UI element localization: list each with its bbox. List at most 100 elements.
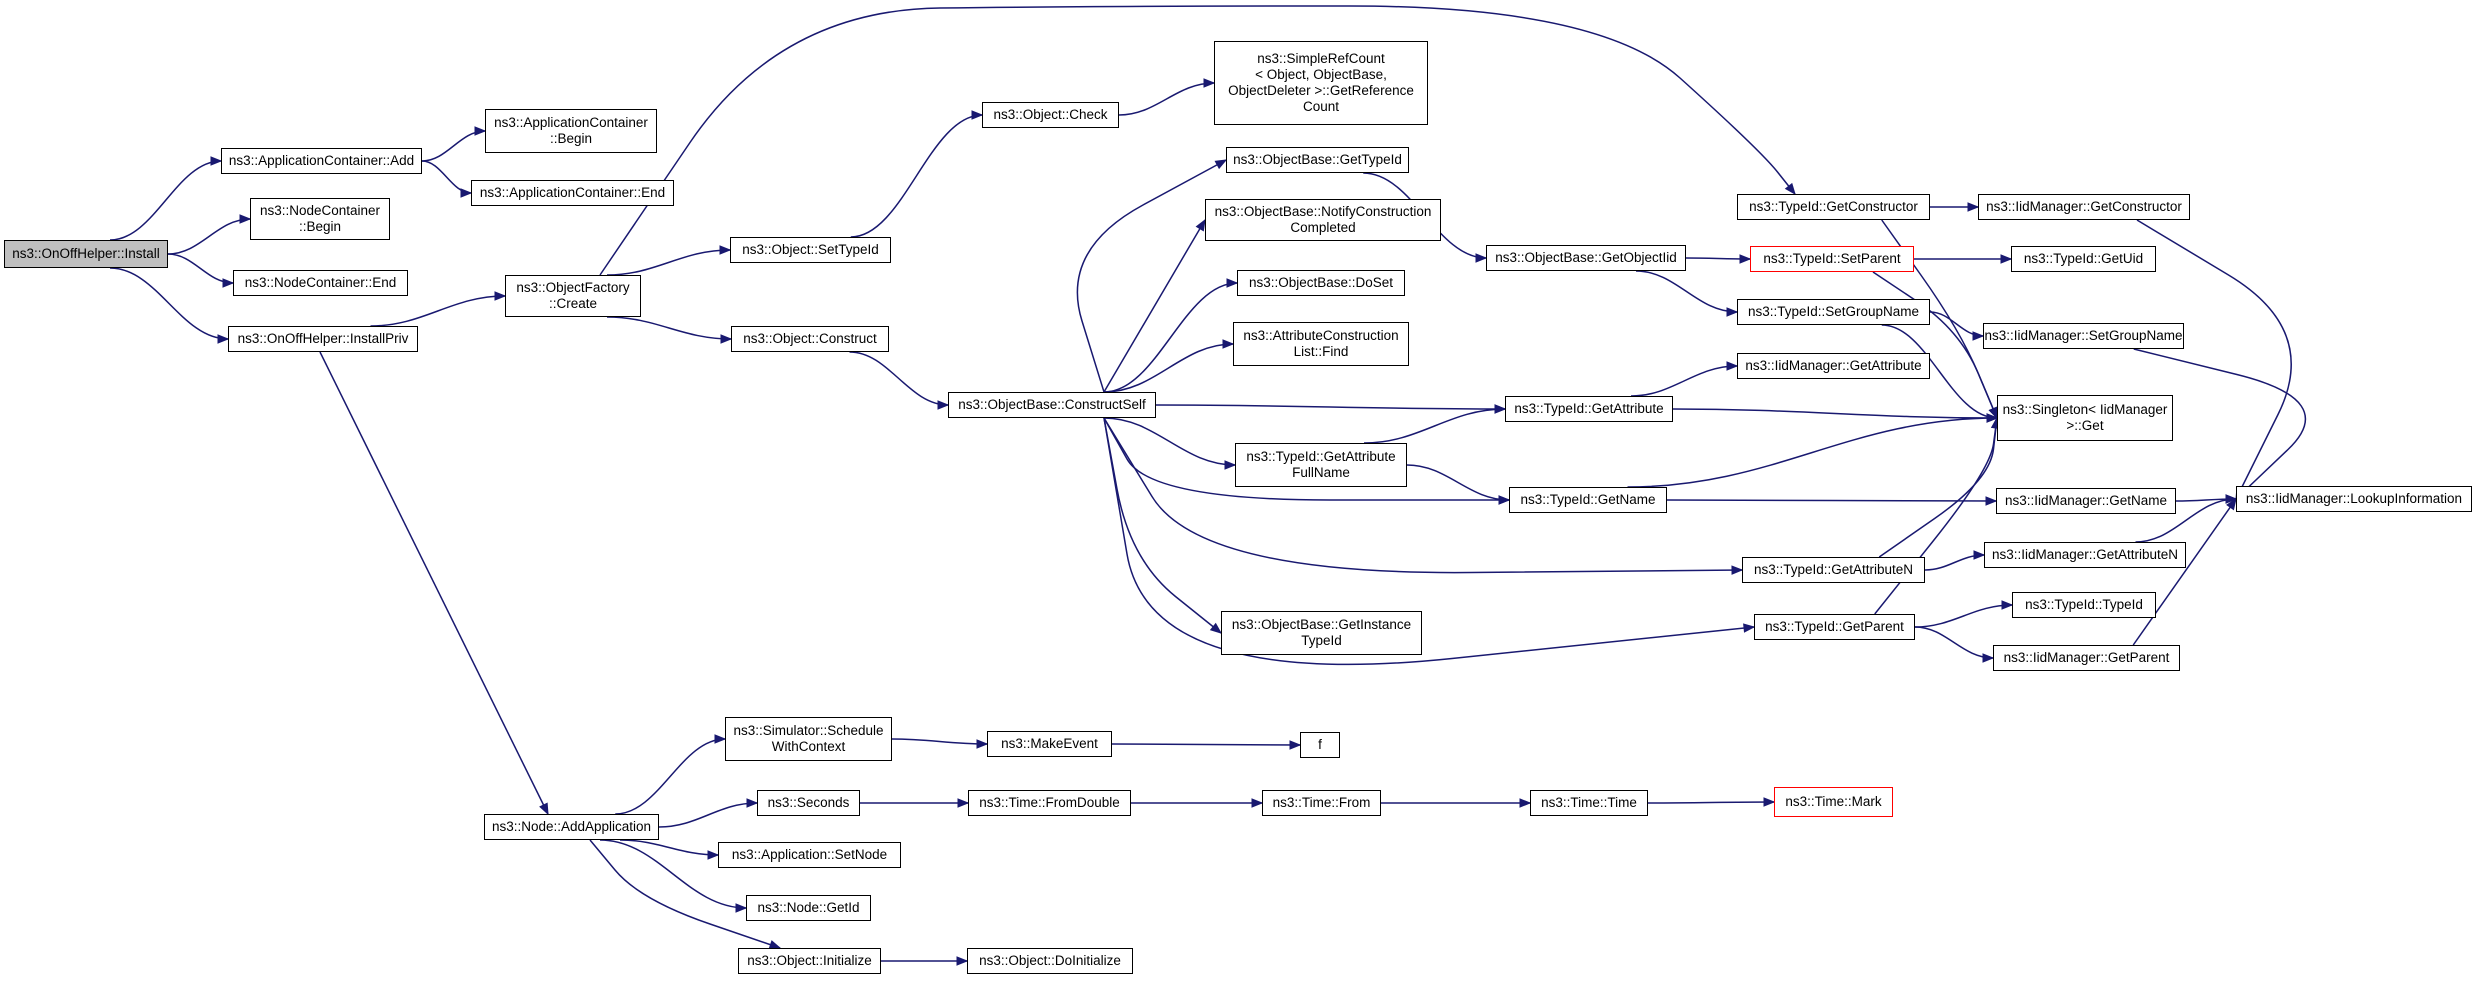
arrowhead [937,400,950,410]
graph-node-ns3-iidmanager-setgroupname[interactable]: ns3::IidManager::SetGroupName [1983,323,2184,349]
graph-node-ns3-objectbase-getinstance-typeid[interactable]: ns3::ObjectBase::GetInstance TypeId [1221,611,1422,655]
arrowhead [494,291,507,301]
arrowhead [1784,182,1796,196]
arrowhead [1739,254,1752,264]
call-edge [1103,282,1238,393]
graph-node-ns3-application-setnode[interactable]: ns3::Application::SetNode [718,842,901,868]
graph-node-f[interactable]: f [1300,732,1340,758]
graph-node-ns3-objectbase-doset[interactable]: ns3::ObjectBase::DoSet [1237,270,1405,296]
graph-node-ns3-typeid-getparent[interactable]: ns3::TypeId::GetParent [1754,614,1915,640]
call-edge [1627,417,1998,488]
arrowhead [1986,413,1999,423]
arrowhead [1209,622,1223,634]
graph-node-ns3-iidmanager-getparent[interactable]: ns3::IidManager::GetParent [1993,645,2180,671]
graph-node-ns3-typeid-getattribute[interactable]: ns3::TypeId::GetAttribute [1505,396,1673,422]
call-edge [1103,219,1206,393]
graph-node-ns3-node-getid[interactable]: ns3::Node::GetId [746,895,871,921]
arrowhead [1726,361,1739,371]
graph-node-ns3-applicationcontainer-add[interactable]: ns3::ApplicationContainer::Add [221,148,422,174]
graph-node-ns3-simplerefcount-object-objectbase-objectdeleter-getreference-count[interactable]: ns3::SimpleRefCount < Object, ObjectBase… [1214,41,1428,125]
call-edge [1881,324,1998,419]
graph-node-ns3-singleton-iidmanager-get[interactable]: ns3::Singleton< IidManager >::Get [1997,395,2173,441]
call-edge [599,839,747,909]
call-edge [1872,271,1998,419]
graph-node-ns3-typeid-getname[interactable]: ns3::TypeId::GetName [1509,487,1667,513]
graph-node-ns3-time-fromdouble[interactable]: ns3::Time::FromDouble [968,790,1131,816]
graph-node-ns3-objectbase-notifyconstruction-completed[interactable]: ns3::ObjectBase::NotifyConstruction Comp… [1205,199,1441,241]
arrowhead [1195,218,1206,232]
arrowhead [1494,404,1507,414]
call-edge [619,839,719,856]
graph-node-ns3-simulator-schedule-withcontext[interactable]: ns3::Simulator::Schedule WithContext [725,717,892,761]
graph-node-ns3-objectbase-constructself[interactable]: ns3::ObjectBase::ConstructSelf [948,392,1156,418]
graph-node-ns3-objectbase-getobjectiid[interactable]: ns3::ObjectBase::GetObjectIid [1486,245,1686,271]
graph-node-ns3-attributeconstruction-list-find[interactable]: ns3::AttributeConstruction List::Find [1233,322,1409,366]
graph-node-ns3-nodecontainer-end[interactable]: ns3::NodeContainer::End [233,270,408,296]
call-edge [606,249,731,276]
graph-node-ns3-typeid-typeid[interactable]: ns3::TypeId::TypeId [2012,592,2156,618]
graph-node-ns3-iidmanager-getname[interactable]: ns3::IidManager::GetName [1996,488,2176,514]
call-edge [849,351,949,406]
graph-node-ns3-typeid-setgroupname[interactable]: ns3::TypeId::SetGroupName [1737,299,1930,325]
graph-node-ns3-time-time[interactable]: ns3::Time::Time [1530,790,1648,816]
call-edge [1103,417,1755,666]
call-edge [1103,417,1236,466]
graph-node-ns3-object-doinitialize[interactable]: ns3::Object::DoInitialize [967,948,1133,974]
call-edge [1103,417,1509,501]
graph-node-ns3-time-from[interactable]: ns3::Time::From [1262,790,1381,816]
graph-node-ns3-nodecontainer-begin[interactable]: ns3::NodeContainer ::Begin [250,198,390,240]
arrowhead [239,214,252,224]
arrowhead [2226,497,2237,511]
graph-node-ns3-iidmanager-getconstructor[interactable]: ns3::IidManager::GetConstructor [1978,194,2190,220]
arrowhead [2225,494,2238,504]
call-edge [1076,159,1227,393]
graph-node-ns3-makeevent[interactable]: ns3::MakeEvent [987,731,1112,757]
call-edge [1672,408,1998,419]
graph-node-ns3-object-initialize[interactable]: ns3::Object::Initialize [738,948,881,974]
call-edge [1406,464,1510,501]
graph-node-ns3-seconds[interactable]: ns3::Seconds [757,790,860,816]
arrowhead [707,850,720,860]
graph-node-ns3-objectbase-gettypeid[interactable]: ns3::ObjectBase::GetTypeId [1226,147,1409,173]
graph-node-ns3-objectfactory-create[interactable]: ns3::ObjectFactory ::Create [505,275,641,317]
arrowhead [1982,653,1995,663]
arrowhead [1731,565,1744,575]
call-edge [599,5,1796,276]
call-edge [1118,82,1215,116]
arrowhead [1498,495,1511,505]
graph-node-ns3-typeid-getconstructor[interactable]: ns3::TypeId::GetConstructor [1737,194,1930,220]
call-edge [1635,270,1738,313]
arrowhead [2000,254,2013,264]
graph-node-ns3-typeid-getattribute-fullname[interactable]: ns3::TypeId::GetAttribute FullName [1235,443,1407,487]
arrowhead [714,734,727,744]
graph-node-ns3-onoffhelper-installpriv[interactable]: ns3::OnOffHelper::InstallPriv [228,326,418,352]
arrowhead [1226,278,1239,288]
arrowhead [1519,798,1532,808]
arrowhead [217,334,230,344]
graph-node-ns3-iidmanager-getattribute[interactable]: ns3::IidManager::GetAttribute [1737,353,1930,379]
arrowhead [735,903,748,913]
graph-node-ns3-iidmanager-lookupinformation[interactable]: ns3::IidManager::LookupInformation [2236,486,2472,512]
call-edge [1630,365,1738,397]
arrowhead [1973,550,1986,560]
arrowhead [1972,331,1985,341]
call-edge [1666,499,1997,502]
call-edge [2133,348,2307,500]
graph-node-ns3-typeid-getattributen[interactable]: ns3::TypeId::GetAttributeN [1742,557,1925,583]
graph-node-ns3-applicationcontainer-end[interactable]: ns3::ApplicationContainer::End [471,180,674,206]
graph-node-ns3-applicationcontainer-begin[interactable]: ns3::ApplicationContainer ::Begin [485,109,657,153]
graph-node-ns3-node-addapplication[interactable]: ns3::Node::AddApplication [484,814,659,840]
call-edge [1103,417,1743,574]
call-edge [891,738,988,745]
graph-node-ns3-object-settypeid[interactable]: ns3::Object::SetTypeId [730,237,891,263]
call-edge [319,351,549,815]
graph-node-ns3-typeid-getuid[interactable]: ns3::TypeId::GetUid [2011,246,2156,272]
graph-node-ns3-typeid-setparent[interactable]: ns3::TypeId::SetParent [1750,246,1914,272]
call-edge [109,160,222,241]
call-edge [370,295,506,327]
call-edge [1111,743,1301,746]
graph-node-ns3-object-check[interactable]: ns3::Object::Check [982,102,1119,128]
graph-node-ns3-iidmanager-getattributen[interactable]: ns3::IidManager::GetAttributeN [1984,542,2186,568]
graph-node-ns3-object-construct[interactable]: ns3::Object::Construct [731,326,889,352]
graph-node-ns3-time-mark[interactable]: ns3::Time::Mark [1774,787,1893,817]
